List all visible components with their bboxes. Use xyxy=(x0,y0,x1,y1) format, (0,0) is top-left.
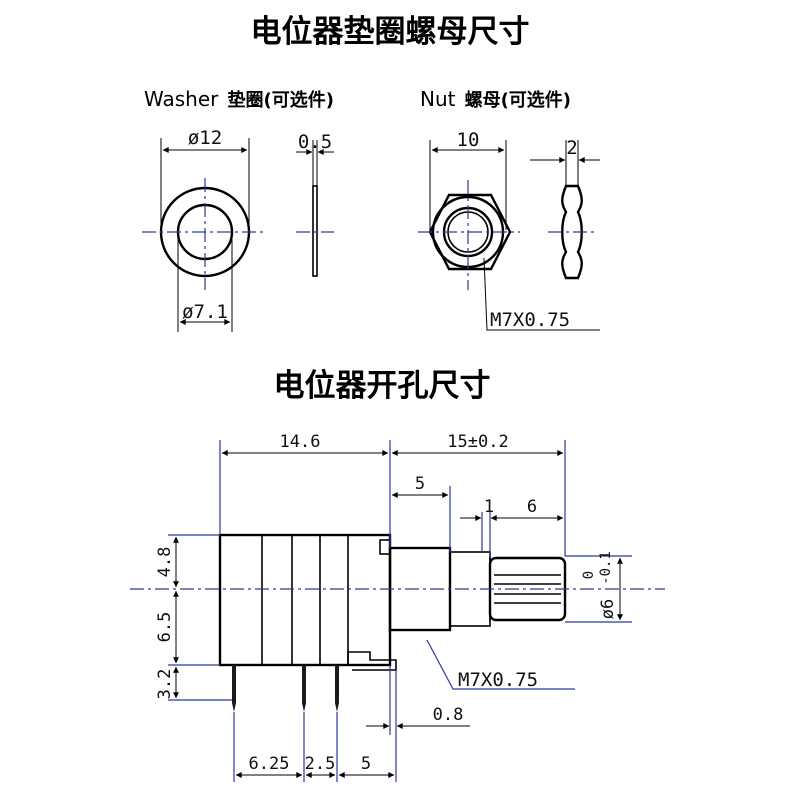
washer-od-text: ø12 xyxy=(188,127,222,149)
pin-pitch-3-text: 5 xyxy=(361,754,371,774)
body-length-text: 14.6 xyxy=(280,432,321,452)
flange-text: 0.8 xyxy=(433,705,464,725)
height-top-text: 4.8 xyxy=(155,547,175,578)
washer-nut-title: 电位器垫圈螺母尺寸 xyxy=(251,14,530,50)
pot-drawing: 14.6 15±0.2 5 1 6 4.8 6.5 3.2 ø6 0 -0.1 … xyxy=(130,432,665,782)
bushing-length-text: 5 xyxy=(415,474,425,494)
pot-pin-3-tip xyxy=(335,703,339,712)
pot-thread-text: M7X0.75 xyxy=(458,669,538,691)
washer-thickness-text: 0.5 xyxy=(298,131,332,153)
mounting-title: 电位器开孔尺寸 xyxy=(274,368,491,404)
nut-thickness-text: 2 xyxy=(566,137,577,159)
washer-label-en: Washer xyxy=(144,87,219,111)
knurl-length-text: 6 xyxy=(527,497,537,517)
washer-label-cn: 垫圈(可选件) xyxy=(227,89,333,111)
washer-side-view xyxy=(312,185,318,277)
washer-label: Washer 垫圈(可选件) xyxy=(144,87,334,111)
shaft-length-text: 15±0.2 xyxy=(447,432,508,452)
pot-bottom-flange xyxy=(347,651,397,671)
pot-thread-leader xyxy=(426,639,575,690)
shaft-dia-tol-lo: -0.1 xyxy=(598,551,614,585)
height-bottom-text: 3.2 xyxy=(155,669,175,700)
nut-side-view xyxy=(561,184,583,280)
pot-pin-3 xyxy=(335,665,339,703)
pin-pitch-1-text: 6.25 xyxy=(249,754,290,774)
pot-front-clip xyxy=(379,539,391,555)
nut-label-cn: 螺母(可选件) xyxy=(465,89,571,111)
pin-pitch-2-text: 2.5 xyxy=(305,754,336,774)
height-mid-text: 6.5 xyxy=(155,612,175,643)
washer-id-text: ø7.1 xyxy=(182,301,228,323)
pot-pin-2 xyxy=(302,665,306,703)
nut-label: Nut 螺母(可选件) xyxy=(420,87,571,111)
shaft-dia-tol-hi: 0 xyxy=(581,571,597,579)
shaft-dia-text: ø6 xyxy=(598,599,618,619)
pot-pin-1 xyxy=(232,665,236,703)
pot-knurled-shaft xyxy=(488,556,567,622)
step-text: 1 xyxy=(484,497,494,517)
washer-drawing: Washer 垫圈(可选件) ø12 ø7.1 0.5 xyxy=(142,87,334,332)
pot-pin-1-tip xyxy=(232,703,236,712)
nut-thread-leader xyxy=(483,257,600,331)
nut-drawing: Nut 螺母(可选件) 10 M7X0.75 2 xyxy=(418,87,600,331)
pot-body xyxy=(218,533,392,667)
pot-pin-2-tip xyxy=(302,703,306,712)
nut-width-text: 10 xyxy=(457,129,480,151)
nut-label-en: Nut xyxy=(420,87,456,111)
nut-thread-text: M7X0.75 xyxy=(490,309,570,331)
